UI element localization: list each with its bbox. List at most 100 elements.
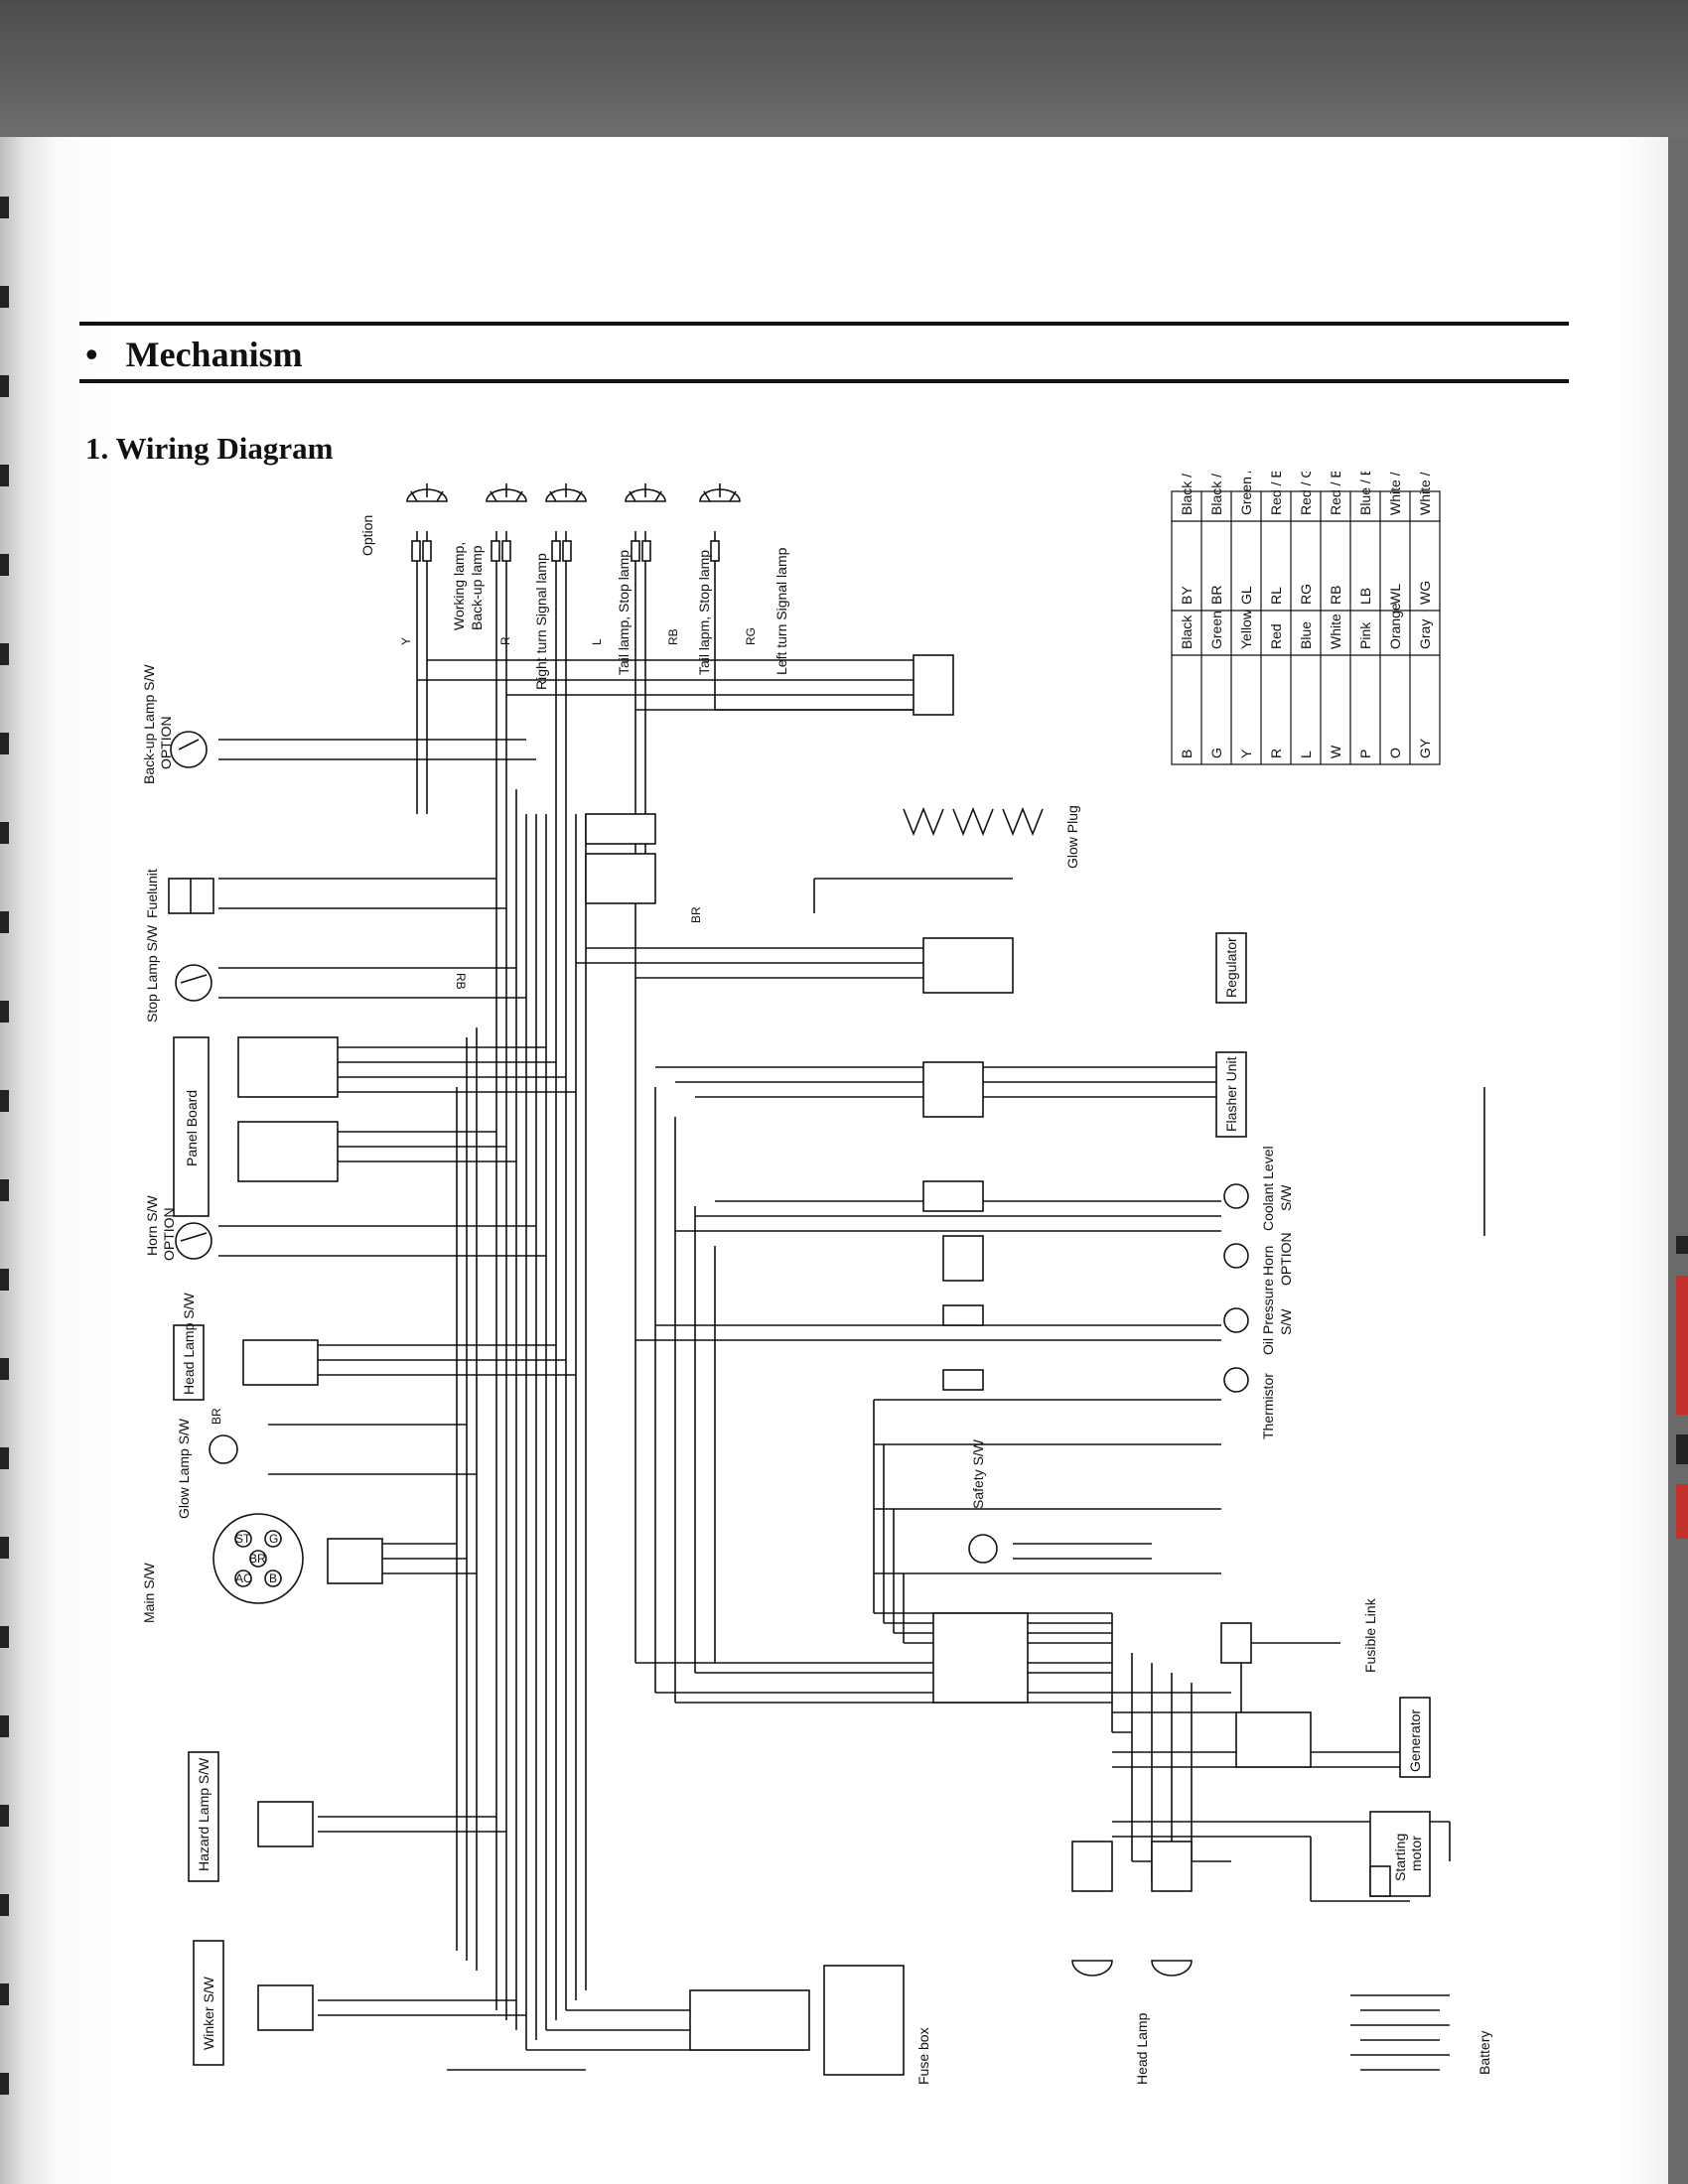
legend-cell: Green / Blue [1238, 472, 1254, 515]
svg-text:Hazard Lamp S/W: Hazard Lamp S/W [196, 1757, 211, 1871]
legend-cell: RG [1298, 584, 1314, 605]
svg-text:S/W: S/W [1278, 1308, 1294, 1335]
generator-connector [1235, 1711, 1312, 1768]
option-lamp [406, 483, 448, 562]
legend-cell: Orange [1387, 603, 1403, 649]
winker-connector [257, 1984, 314, 2031]
binding-hole [0, 2073, 9, 2095]
top-rule [79, 322, 1569, 326]
stop-lamp-switch: Stop Lamp S/W RB [144, 924, 468, 1023]
binding-hole [0, 822, 9, 844]
center-connector [932, 1612, 1029, 1704]
panel-connector-b [237, 1121, 339, 1182]
wire-tag-br: BR [210, 1408, 223, 1425]
thermistor-connector [942, 1369, 984, 1391]
svg-text:S/W: S/W [1278, 1184, 1294, 1211]
svg-text:Fuelunit: Fuelunit [144, 869, 160, 918]
legend-cell: RB [1328, 586, 1343, 605]
svg-text:Generator: Generator [1407, 1709, 1423, 1772]
edge-tab-red-2 [1676, 1484, 1688, 1539]
option-label: Option [359, 515, 375, 556]
legend-cell: Red / Blue [1268, 472, 1284, 515]
legend-cell: White / Green [1417, 472, 1433, 515]
main-connector [327, 1538, 383, 1584]
hazard-connector [257, 1801, 314, 1847]
legend-cell: Blue / Black [1357, 472, 1373, 515]
working-lamp [486, 483, 527, 562]
legend-cell: Black / Yellow [1179, 472, 1195, 515]
left-turn-lamp [699, 483, 741, 562]
svg-text:Head Lamp: Head Lamp [1134, 2012, 1150, 2085]
glow-lamp-switch: Glow Lamp S/W BR [176, 1408, 238, 1519]
binding-hole [0, 465, 9, 486]
center-connectors [585, 813, 1312, 2051]
fuel-unit: Fuelunit [144, 869, 214, 918]
glow-plugs: Glow Plug BR [689, 805, 1080, 923]
fusible-link: Fusible Link [1362, 1597, 1378, 1673]
head-lamp-connector [242, 1339, 319, 1386]
legend-cell: Yellow [1238, 609, 1254, 649]
legend-frame [1171, 490, 1441, 765]
svg-text:Fusible Link: Fusible Link [1362, 1597, 1378, 1673]
legend-cell: Gray [1417, 619, 1433, 649]
bottom-rule [79, 379, 1569, 383]
coolant-connector [922, 1180, 984, 1212]
svg-text:Main S/W: Main S/W [141, 1563, 157, 1623]
hazard-lamp-switch: Hazard Lamp S/W [188, 1751, 314, 1882]
svg-text:Starting: Starting [1392, 1834, 1408, 1881]
horn-connector [942, 1235, 984, 1282]
oil-connector [942, 1304, 984, 1326]
binding-hole [0, 554, 9, 576]
wire-tag-l: L [590, 638, 604, 645]
lamp-connector [913, 654, 954, 716]
legend-cell: W [1328, 745, 1343, 758]
svg-text:Oil Pressure: Oil Pressure [1260, 1279, 1276, 1355]
edge-tab-red [1676, 1276, 1688, 1415]
flasher-connector [922, 1061, 984, 1118]
svg-text:Horn S/W: Horn S/W [144, 1195, 160, 1256]
legend-cell: Red / Green [1298, 472, 1314, 515]
svg-text:Glow Lamp S/W: Glow Lamp S/W [176, 1418, 192, 1519]
svg-text:OPTION: OPTION [161, 1207, 177, 1261]
regulator: Regulator [1215, 932, 1247, 1004]
thermistor: Thermistor [1223, 1367, 1276, 1439]
wire-tag-r: R [498, 636, 512, 645]
legend-cell: Black [1179, 614, 1195, 649]
tail-stop-lamp [625, 483, 666, 562]
fuse-box: Fuse box [823, 1965, 931, 2085]
binding-hole [0, 1626, 9, 1648]
svg-text:Winker S/W: Winker S/W [201, 1976, 216, 2050]
binding-hole [0, 1447, 9, 1469]
legend-cell: Red / Black [1328, 472, 1343, 515]
flasher-unit: Flasher Unit [1215, 1051, 1247, 1138]
svg-text:motor: motor [1408, 1836, 1424, 1871]
left-turn-signal-label: Left turn Signal lamp [774, 547, 789, 675]
legend-cell: Red [1268, 623, 1284, 649]
regulator-connector [922, 937, 1014, 994]
battery: Battery [1350, 1994, 1492, 2075]
top-connector-a [585, 813, 656, 845]
svg-text:B: B [269, 1571, 277, 1585]
safety-switch: Safety S/W [968, 1438, 998, 1564]
legend-cell: GL [1238, 586, 1254, 605]
svg-text:Fuse box: Fuse box [915, 2027, 931, 2085]
svg-text:Thermistor: Thermistor [1260, 1373, 1276, 1439]
binding-hole [0, 1805, 9, 1827]
binding-hole [0, 1537, 9, 1559]
svg-text:OPTION: OPTION [158, 716, 174, 769]
oil-pressure-switch: Oil Pressure S/W [1223, 1279, 1294, 1355]
binding-hole [0, 286, 9, 308]
winker-switch: Winker S/W [193, 1940, 314, 2066]
binding-hole [0, 1001, 9, 1023]
legend-cell: White / Blue [1387, 472, 1403, 515]
top-connector-b [585, 853, 656, 904]
legend-cell: GY [1417, 738, 1433, 758]
tail-stop-lamp-label: Tail lamp, Stop lamp [616, 550, 632, 675]
right-turn-signal-label: Right turn Signal lamp [533, 553, 549, 690]
head-lamp-switch: Head Lamp S/W [173, 1293, 319, 1401]
ring-binding-holes [0, 137, 20, 2184]
svg-text:G: G [269, 1532, 278, 1546]
horn-switch: Horn S/W OPTION [144, 1195, 212, 1261]
edge-tab-dark-2 [1676, 1434, 1688, 1464]
